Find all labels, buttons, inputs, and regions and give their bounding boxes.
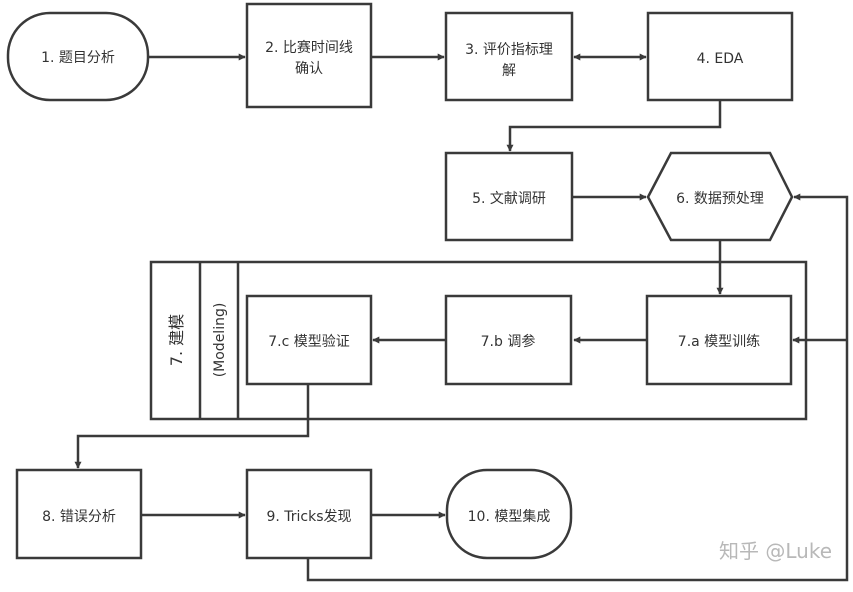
node-9-label: 9. Tricks发现	[266, 509, 351, 525]
modeling-group-subtitle: (Modeling)	[212, 303, 228, 378]
node-2-label-line2: 确认	[295, 61, 323, 77]
node-3-label-line1: 3. 评价指标理	[465, 42, 553, 58]
watermark: 知乎 @Luke	[719, 539, 832, 563]
node-4-label: 4. EDA	[697, 51, 744, 67]
modeling-group-title: 7. 建模	[167, 314, 186, 366]
node-8-label: 8. 错误分析	[42, 509, 116, 525]
node-10-shape[interactable]	[445, 468, 573, 560]
node-6-label: 6. 数据预处理	[676, 191, 764, 207]
edge-4-to-5	[506, 100, 722, 152]
node-7c-label: 7.c 模型验证	[268, 334, 350, 350]
node-1-label: 1. 题目分析	[41, 50, 115, 66]
edge-9-feedback-to-6	[306, 193, 849, 582]
node-10-label: 10. 模型集成	[468, 508, 551, 525]
node-7b-label: 7.b 调参	[481, 333, 536, 350]
node-7a-label: 7.a 模型训练	[678, 334, 760, 350]
node-2-label-line1: 2. 比赛时间线	[265, 40, 353, 56]
node-3-label-line2: 解	[502, 63, 516, 79]
node-6-shape[interactable]	[646, 151, 794, 242]
node-3-shape[interactable]	[444, 11, 574, 102]
edge-7c-to-8	[74, 384, 310, 469]
node-5-label: 5. 文献调研	[472, 191, 546, 207]
node-2-shape[interactable]	[245, 2, 373, 109]
